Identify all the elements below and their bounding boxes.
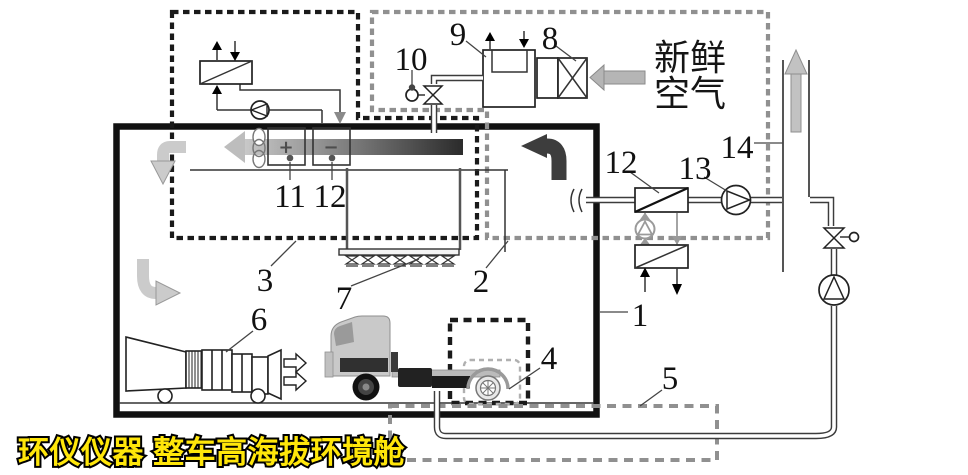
airflow-gradient-arrow bbox=[245, 139, 463, 155]
pump-triangle-icon bbox=[726, 189, 752, 211]
watermark-text: 环仪仪器 整车高海拔环境舱 bbox=[18, 435, 406, 470]
truck-window bbox=[334, 322, 354, 346]
up-arrow-icon bbox=[640, 267, 650, 277]
pump-triangle-icon bbox=[249, 102, 268, 118]
stack-branch-pipe bbox=[810, 196, 835, 226]
callout-5: 5 bbox=[662, 361, 679, 397]
exhaust-extraction-boundary-5 bbox=[388, 404, 719, 462]
down-arrow-icon bbox=[672, 284, 682, 295]
truck bbox=[324, 315, 510, 401]
callout-10: 10 bbox=[395, 42, 428, 78]
tunnel-wheel bbox=[157, 388, 173, 404]
spray-chamber bbox=[338, 168, 462, 267]
test-chamber-wall bbox=[113, 123, 600, 418]
callout-4: 4 bbox=[541, 341, 558, 377]
axial-fan-icon bbox=[252, 149, 266, 169]
air-conditioning-unit-boundary-3 bbox=[169, 9, 480, 241]
valve-handle-icon bbox=[848, 231, 860, 243]
up-arrow-icon bbox=[485, 32, 495, 41]
leader-dot bbox=[408, 84, 416, 91]
heater-plus-sign: + bbox=[278, 137, 293, 158]
callout-13: 13 bbox=[679, 151, 712, 187]
callout-2: 2 bbox=[473, 264, 490, 300]
truck-bumper bbox=[324, 351, 334, 378]
rear-fender bbox=[466, 367, 510, 390]
fresh-air-exhaust-boundary-2 bbox=[369, 9, 771, 241]
down-arrow-icon bbox=[519, 39, 529, 48]
up-arrow-icon bbox=[212, 85, 222, 94]
air-handling-duct: + − bbox=[190, 127, 508, 252]
stack-up-arrow-icon bbox=[790, 73, 802, 133]
callout-12-duct: 12 bbox=[314, 179, 347, 215]
spray-nozzles-7 bbox=[344, 255, 456, 267]
pump-triangle-icon bbox=[822, 275, 846, 300]
cooler-minus-sign: − bbox=[323, 137, 338, 158]
callout-6: 6 bbox=[251, 302, 268, 338]
fresh-air-label-line1: 新鲜 bbox=[654, 38, 726, 78]
wind-tunnel-nozzle bbox=[125, 335, 308, 404]
axial-fan-icon bbox=[252, 138, 266, 158]
truck-rear-frame bbox=[432, 376, 470, 388]
valve-actuator-icon bbox=[405, 88, 419, 102]
callout-7: 7 bbox=[336, 281, 353, 317]
callout-14: 14 bbox=[721, 130, 754, 166]
airflow-curved-arrow-dark bbox=[521, 134, 567, 180]
supply-air-arrowhead bbox=[334, 112, 346, 124]
up-arrow-icon bbox=[212, 41, 222, 50]
callout-1: 1 bbox=[632, 298, 649, 334]
down-arrow-icon bbox=[230, 52, 240, 61]
callout-11: 11 bbox=[274, 179, 306, 215]
heater-box-11 bbox=[267, 127, 306, 166]
fresh-air-valve-10 bbox=[405, 85, 444, 105]
fresh-air-label-line2: 空气 bbox=[654, 74, 726, 114]
truck-exhaust-stack bbox=[391, 352, 398, 372]
callout-9: 9 bbox=[450, 17, 467, 53]
callout-3: 3 bbox=[257, 263, 274, 299]
flex-joint-icon bbox=[570, 188, 575, 213]
exhaust-coolant-loop bbox=[634, 212, 682, 246]
airflow-curved-arrow-topleft bbox=[150, 141, 186, 186]
leader-lines bbox=[225, 40, 783, 407]
stack-valve bbox=[822, 227, 860, 249]
exhaust-stack-duct-14 bbox=[782, 48, 810, 272]
fresh-air-inlet-arrow-icon bbox=[589, 63, 646, 92]
tunnel-wheel bbox=[250, 388, 266, 404]
pump-triangle-icon bbox=[636, 219, 654, 236]
callout-8: 8 bbox=[542, 21, 559, 57]
outflow-arrow-icon bbox=[283, 352, 308, 392]
airflow-curved-arrow-midleft bbox=[137, 259, 182, 306]
sensor-dot bbox=[286, 154, 294, 162]
callout-12-exhaust: 12 bbox=[605, 145, 638, 181]
fresh-air-unit bbox=[482, 31, 646, 108]
airflow-arrowhead bbox=[224, 131, 245, 163]
nozzle-header-bar bbox=[338, 248, 460, 256]
truck-tanks bbox=[398, 368, 432, 387]
flex-joint-icon bbox=[578, 188, 583, 213]
fresh-air-plenum bbox=[536, 57, 559, 99]
chamber-cooling-loop bbox=[199, 41, 346, 124]
sensor-dot bbox=[328, 154, 336, 162]
truck-lower-band bbox=[340, 358, 388, 372]
